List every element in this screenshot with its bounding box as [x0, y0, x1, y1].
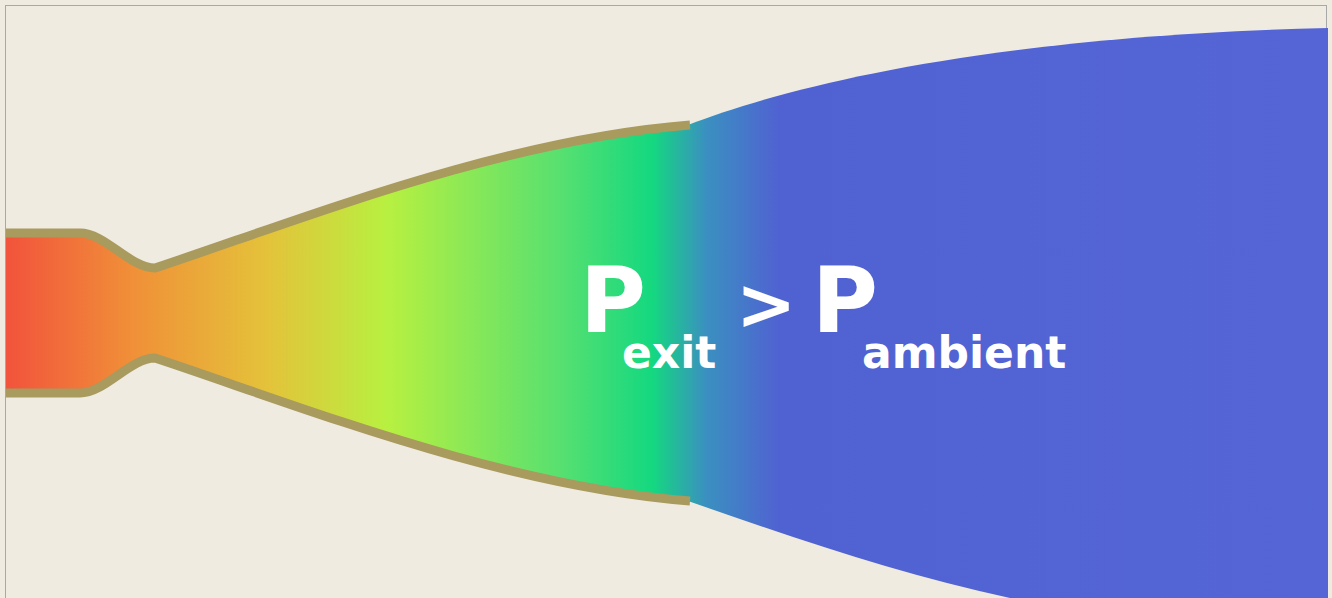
nozzle-wall: [6, 125, 690, 268]
comparison-sign: >: [736, 268, 796, 340]
nozzle-wall: [6, 358, 690, 501]
nozzle-flow: [6, 125, 690, 501]
subscript: exit: [622, 331, 716, 375]
subscript: ambient: [862, 331, 1066, 375]
exhaust-plume: [688, 28, 1328, 598]
